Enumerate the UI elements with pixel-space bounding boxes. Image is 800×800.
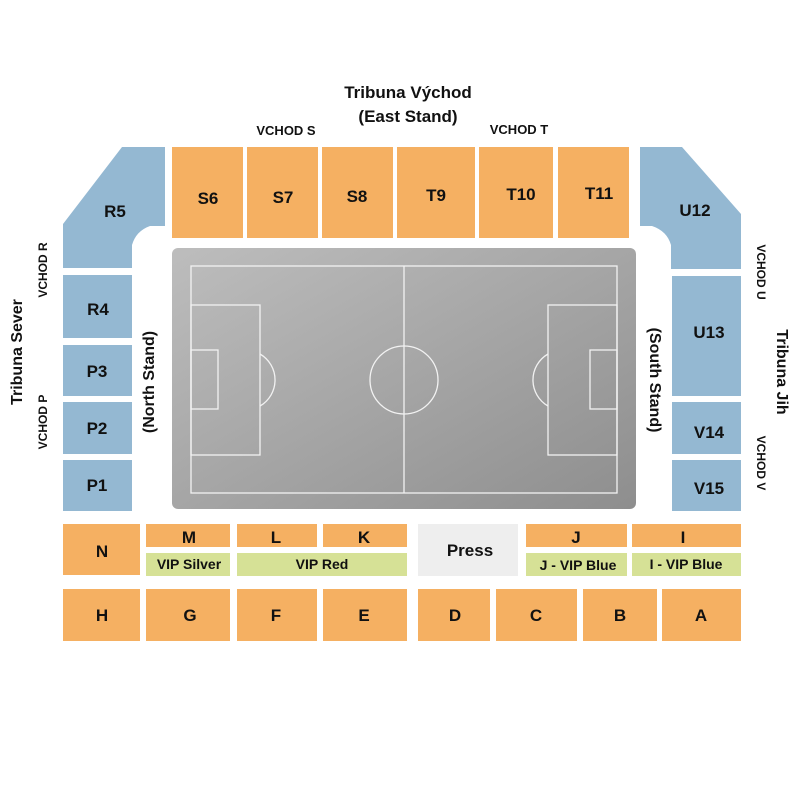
pitch [172, 248, 636, 509]
section-c-label: C [530, 606, 542, 625]
section-l[interactable] [237, 524, 317, 547]
section-s8[interactable] [322, 147, 393, 238]
entrance-v: VCHOD V [754, 436, 768, 491]
section-n[interactable] [63, 524, 140, 575]
section-p3-label: P3 [87, 362, 108, 381]
section-p1[interactable] [63, 460, 132, 511]
entrance-r: VCHOD R [36, 242, 50, 298]
section-i-label: I [681, 528, 686, 547]
section-j-vip-blue-label: J - VIP Blue [540, 557, 617, 573]
section-m-label: M [182, 528, 196, 547]
section-t11-label: T11 [585, 184, 613, 203]
section-u12[interactable] [640, 147, 741, 269]
section-r4-label: R4 [87, 300, 109, 319]
section-b-label: B [614, 606, 626, 625]
section-s7-label: S7 [273, 188, 294, 207]
section-m[interactable] [146, 524, 230, 547]
section-r5-label: R5 [104, 202, 126, 221]
section-j-vip-blue[interactable] [526, 553, 627, 576]
section-r5[interactable] [63, 147, 165, 268]
section-j[interactable] [526, 524, 627, 547]
press-label: Press [447, 541, 493, 560]
section-k[interactable] [323, 524, 407, 547]
section-t9-label: T9 [426, 186, 446, 205]
section-k-label: K [358, 528, 371, 547]
section-t9[interactable] [397, 147, 475, 238]
north-stand-subtitle: (North Stand) [141, 331, 158, 433]
entrance-p: VCHOD P [36, 395, 50, 450]
section-v15-label: V15 [694, 479, 724, 498]
section-f[interactable] [237, 589, 317, 641]
section-vip-silver-label: VIP Silver [157, 556, 222, 572]
section-u12-label: U12 [679, 201, 710, 220]
section-c[interactable] [496, 589, 577, 641]
section-s7[interactable] [247, 147, 318, 238]
section-t11[interactable] [558, 147, 629, 238]
section-a-label: A [695, 606, 707, 625]
section-g-label: G [183, 606, 196, 625]
section-t10-label: T10 [506, 185, 535, 204]
section-i[interactable] [632, 524, 741, 547]
section-v14[interactable] [672, 402, 741, 454]
section-e-label: E [358, 606, 369, 625]
section-a[interactable] [662, 589, 741, 641]
section-e[interactable] [323, 589, 407, 641]
section-j-label: J [571, 528, 580, 547]
section-d-label: D [449, 606, 461, 625]
entrance-t: VCHOD T [490, 122, 549, 137]
section-h[interactable] [63, 589, 140, 641]
section-t10[interactable] [479, 147, 553, 238]
entrance-s: VCHOD S [256, 123, 316, 138]
section-s6[interactable] [172, 147, 243, 238]
section-d[interactable] [418, 589, 490, 641]
section-s6-label: S6 [198, 189, 219, 208]
section-f-label: F [271, 606, 281, 625]
section-n-label: N [96, 542, 108, 561]
east-stand-title: Tribuna Východ [344, 83, 472, 102]
press-box [418, 524, 518, 576]
south-stand-subtitle: (South Stand) [646, 328, 663, 433]
section-h-label: H [96, 606, 108, 625]
section-v15[interactable] [672, 460, 741, 511]
east-stand-subtitle: (East Stand) [358, 107, 457, 126]
section-p2[interactable] [63, 402, 132, 454]
entrance-u: VCHOD U [754, 244, 768, 299]
section-vip-silver[interactable] [146, 553, 230, 576]
north-stand-title: Tribuna Sever [9, 299, 26, 405]
section-v14-label: V14 [694, 423, 725, 442]
section-b[interactable] [583, 589, 657, 641]
section-r4[interactable] [63, 275, 132, 338]
section-s8-label: S8 [347, 187, 368, 206]
section-p2-label: P2 [87, 419, 108, 438]
section-i-vip-blue[interactable] [632, 553, 741, 576]
section-vip-red[interactable] [237, 553, 407, 576]
section-u13-label: U13 [693, 323, 724, 342]
section-i-vip-blue-label: I - VIP Blue [650, 556, 723, 572]
section-p1-label: P1 [87, 476, 108, 495]
section-g[interactable] [146, 589, 230, 641]
section-p3[interactable] [63, 345, 132, 396]
section-vip-red-label: VIP Red [296, 556, 349, 572]
south-stand-title: Tribuna Jih [773, 329, 790, 414]
section-u13[interactable] [672, 276, 741, 396]
section-l-label: L [271, 528, 281, 547]
